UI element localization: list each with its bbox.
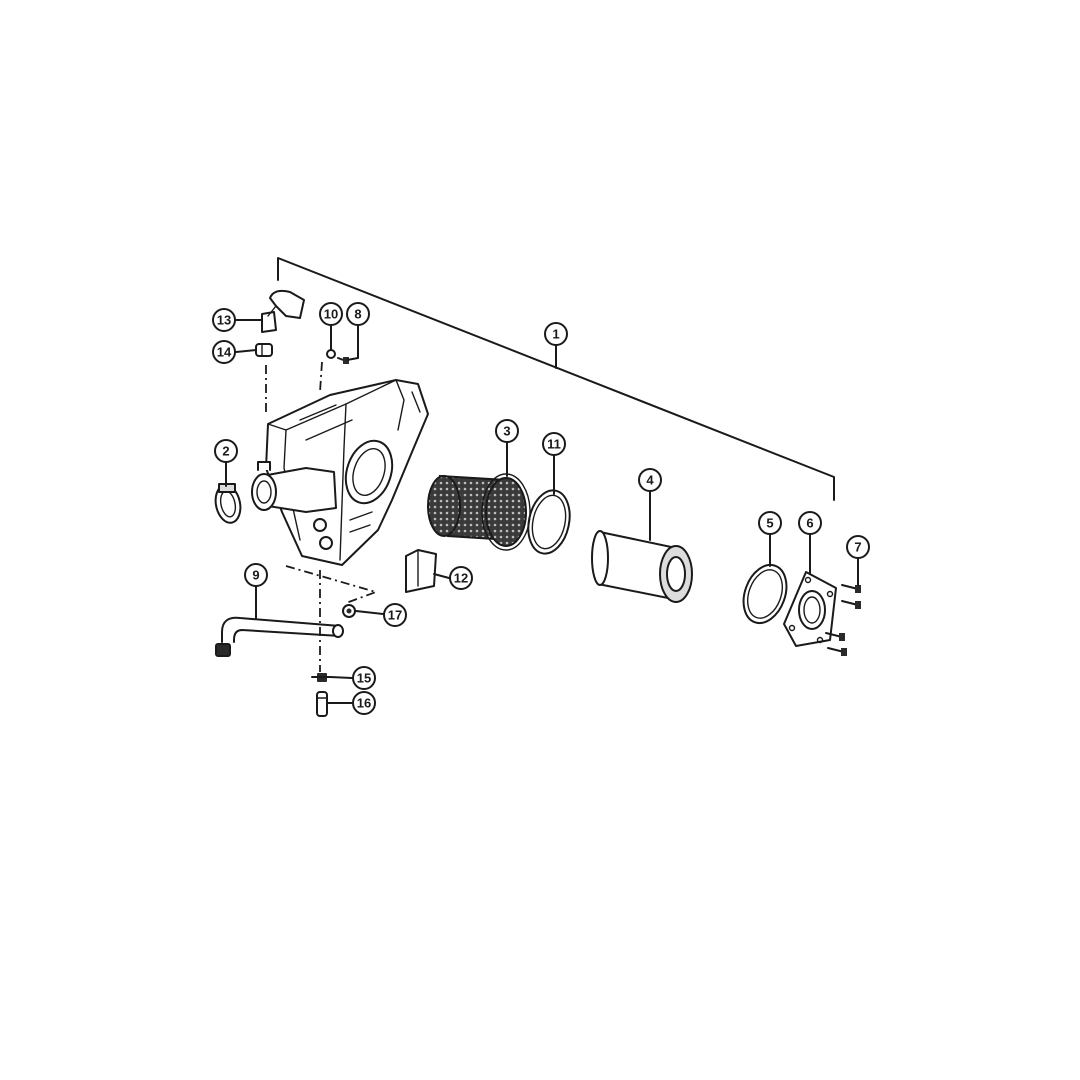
callout-1: 1 xyxy=(544,322,568,346)
elbow-connector xyxy=(261,289,305,333)
svg-text:10: 10 xyxy=(324,307,338,322)
svg-text:3: 3 xyxy=(503,424,510,439)
callout-14: 14 xyxy=(212,340,236,364)
screws xyxy=(825,584,861,656)
washer-10 xyxy=(326,349,336,359)
callout-5: 5 xyxy=(758,511,782,535)
air-filter-element xyxy=(591,530,693,603)
assembly-bracket xyxy=(277,257,835,501)
svg-text:15: 15 xyxy=(357,671,371,686)
clip xyxy=(311,673,331,682)
svg-text:12: 12 xyxy=(454,571,468,586)
callout-2: 2 xyxy=(214,439,238,463)
callout-12: 12 xyxy=(449,566,473,590)
cover-plate xyxy=(783,571,837,647)
assembly-guide-lines xyxy=(265,361,379,672)
svg-text:8: 8 xyxy=(354,307,361,322)
svg-text:4: 4 xyxy=(646,473,654,488)
svg-text:11: 11 xyxy=(547,437,561,452)
air-box-housing xyxy=(251,379,429,566)
callout-4: 4 xyxy=(638,468,662,492)
svg-text:17: 17 xyxy=(388,608,402,623)
svg-text:14: 14 xyxy=(217,345,232,360)
callout-9: 9 xyxy=(244,563,268,587)
svg-text:7: 7 xyxy=(854,540,861,555)
svg-text:9: 9 xyxy=(252,568,259,583)
svg-text:1: 1 xyxy=(552,327,559,342)
o-ring-5 xyxy=(742,563,788,625)
svg-text:2: 2 xyxy=(222,444,229,459)
callout-7: 7 xyxy=(846,535,870,559)
bolt-8 xyxy=(337,357,349,364)
callout-17: 17 xyxy=(383,603,407,627)
svg-text:5: 5 xyxy=(766,516,773,531)
leader-lines xyxy=(225,319,859,704)
sponge-filter xyxy=(405,549,437,593)
callout-15: 15 xyxy=(352,666,376,690)
callout-8: 8 xyxy=(346,302,370,326)
mesh-pre-filter xyxy=(427,473,531,551)
callout-13: 13 xyxy=(212,308,236,332)
drain-bolt xyxy=(342,604,356,618)
hose-clamp xyxy=(214,483,242,524)
svg-text:6: 6 xyxy=(806,516,813,531)
svg-text:13: 13 xyxy=(217,313,231,328)
callout-6: 6 xyxy=(798,511,822,535)
callout-16: 16 xyxy=(352,691,376,715)
o-ring-11 xyxy=(527,489,571,555)
callout-3: 3 xyxy=(495,419,519,443)
callout-11: 11 xyxy=(542,432,566,456)
callout-10: 10 xyxy=(319,302,343,326)
drain-hose xyxy=(215,616,344,657)
svg-text:16: 16 xyxy=(357,696,371,711)
drain-plug xyxy=(316,691,328,717)
small-clamp xyxy=(255,343,273,357)
